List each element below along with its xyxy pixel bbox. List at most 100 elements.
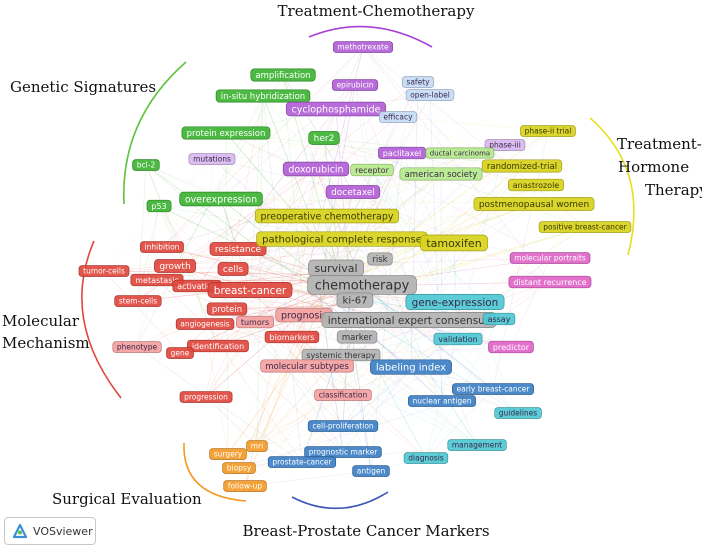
node-paclitaxel[interactable]: paclitaxel [378,146,427,160]
node-box [132,159,160,171]
node-cell-proliferation[interactable]: cell-proliferation [307,420,379,432]
node-box [452,383,534,395]
node-angiogenesis[interactable]: angiogenesis [175,318,235,330]
node-bcl-2[interactable]: bcl-2 [132,159,160,171]
node-management[interactable]: management [447,439,507,451]
category-line: Treatment-Chemotherapy [278,2,475,20]
node-prostate-cancer[interactable]: prostate-cancer [267,456,337,468]
node-label: open-label [410,91,450,100]
node-growth[interactable]: growth [154,259,196,273]
node-early-breast-cancer[interactable]: early breast-cancer [452,383,534,395]
node-survival[interactable]: survival [308,259,364,277]
node-in-situ-hybridization[interactable]: in-situ hybridization [215,89,311,103]
node-surgery[interactable]: surgery [209,448,247,460]
node-label: bcl-2 [137,161,156,170]
node-american-society[interactable]: american society [399,167,483,181]
node-postmenopausal-women[interactable]: postmenopausal women [473,197,595,211]
node-identification[interactable]: identification [187,339,249,353]
node-gene[interactable]: gene [166,347,194,359]
node-prognostic-marker[interactable]: prognostic marker [304,446,382,458]
node-p53[interactable]: p53 [146,199,172,213]
node-box [166,347,194,359]
node-marker[interactable]: marker [336,330,378,344]
node-breast-cancer[interactable]: breast-cancer [207,282,293,298]
node-label: biopsy [227,464,252,473]
node-biopsy[interactable]: biopsy [222,462,256,474]
cross-edge [227,226,586,455]
node-box [508,178,564,192]
node-phenotype[interactable]: phenotype [112,341,162,353]
node-ductal-carcinoma[interactable]: ductal carcinoma [425,147,495,159]
node-distant-recurrence[interactable]: distant recurrence [508,275,592,289]
node-cyclophosphamide[interactable]: cyclophosphamide [285,101,387,117]
node-chemotherapy[interactable]: chemotherapy [307,275,417,295]
node-antigen[interactable]: antigen [352,465,390,477]
node-anastrozole[interactable]: anastrozole [508,178,564,192]
cross-edge [211,144,506,160]
node-tumors[interactable]: tumors [236,315,274,329]
node-international-expert-consensus[interactable]: international expert consensus [321,312,497,328]
node-pathological-complete-response[interactable]: pathological complete response [256,231,428,247]
node-box [405,89,455,101]
node-phase-iii[interactable]: phase-iii [484,139,526,151]
node-molecular-subtypes[interactable]: molecular subtypes [260,359,354,373]
node-label: ductal carcinoma [430,150,490,158]
node-labeling-index[interactable]: labeling index [370,359,452,375]
node-cells[interactable]: cells [217,262,249,276]
genetic-arc [122,61,187,205]
node-label: pathological complete response [262,235,422,246]
node-methotrexate[interactable]: methotrexate [332,41,394,53]
node-docetaxel[interactable]: docetaxel [325,185,381,199]
vosviewer-logo[interactable]: VOSviewer [4,517,96,545]
node-doxorubicin[interactable]: doxorubicin [282,161,350,177]
node-validation[interactable]: validation [433,332,483,346]
node-progression[interactable]: progression [179,391,233,403]
node-follow-up[interactable]: follow-up [223,480,267,492]
node-box [175,318,235,330]
node-mri[interactable]: mri [246,440,268,452]
node-nuclear-antigen[interactable]: nuclear antigen [408,395,476,407]
node-ki-67[interactable]: ki-67 [336,292,374,308]
node-stem-cells[interactable]: stem-cells [114,295,162,307]
node-box [425,147,495,159]
node-label: molecular subtypes [265,362,349,372]
node-gene-expression[interactable]: gene-expression [405,294,505,310]
node-protein[interactable]: protein [206,302,248,316]
node-inhibition[interactable]: inhibition [140,241,184,253]
node-classification[interactable]: classification [314,389,372,401]
node-overexpression[interactable]: overexpression [179,191,263,207]
node-biomarkers[interactable]: biomarkers [264,330,320,344]
node-tumor-cells[interactable]: tumor-cells [78,265,130,277]
node-systemic-therapy[interactable]: systemic therapy [301,348,381,362]
node-box [181,126,271,140]
node-phase-ii-trial[interactable]: phase-ii trial [520,125,576,137]
cross-edge [342,366,412,453]
node-predictor[interactable]: predictor [488,340,534,354]
node-diagnosis[interactable]: diagnosis [403,452,449,464]
node-risk[interactable]: risk [367,252,393,266]
node-molecular-portraits[interactable]: molecular portraits [509,252,591,264]
node-label: metastasis [135,276,179,285]
node-efficacy[interactable]: efficacy [378,111,418,123]
node-her2[interactable]: her2 [308,131,340,145]
node-guidelines[interactable]: guidelines [494,407,542,419]
node-safety[interactable]: safety [401,76,435,88]
node-tamoxifen[interactable]: tamoxifen [419,234,489,252]
node-amplification[interactable]: amplification [250,68,316,82]
node-positive-breast-cancer[interactable]: positive breast-cancer [538,221,632,233]
node-box [282,161,350,177]
node-epirubicin[interactable]: epirubicin [331,79,379,91]
node-randomized-trial[interactable]: randomized-trial [481,159,563,173]
node-mutations[interactable]: mutations [188,153,236,165]
node-box [206,302,248,316]
node-protein-expression[interactable]: protein expression [181,126,271,140]
cross-edge [306,365,427,459]
node-resistance[interactable]: resistance [209,242,267,256]
node-open-label[interactable]: open-label [405,89,455,101]
node-assay[interactable]: assay [482,312,516,326]
node-box [215,89,311,103]
node-preoperative-chemotherapy[interactable]: preoperative chemotherapy [254,208,400,224]
cross-edge [361,284,443,402]
node-receptor[interactable]: receptor [350,163,394,177]
